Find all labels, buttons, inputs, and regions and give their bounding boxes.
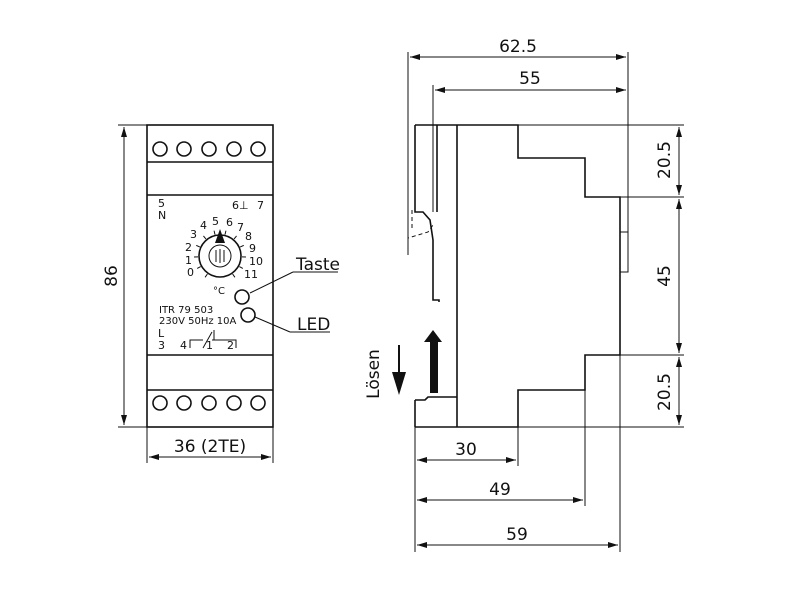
dial-number-5: 5 xyxy=(212,215,219,228)
terminal-label-l: L xyxy=(158,327,165,340)
dial-number-1: 1 xyxy=(185,254,192,267)
top-terminal-screws xyxy=(152,141,266,157)
dial-scale: 0 1 2 3 4 5 6 7 8 9 10 11 xyxy=(185,215,263,281)
dial-inner-ring xyxy=(208,244,232,268)
release-arrow-head-icon xyxy=(392,372,406,395)
terminal-label-6: 6⊥ xyxy=(232,199,249,212)
terminal-screw xyxy=(176,395,192,411)
dim-59-value: 59 xyxy=(506,525,528,545)
taste-button[interactable] xyxy=(234,289,250,305)
dial-tick xyxy=(203,235,207,240)
dial-number-8: 8 xyxy=(245,230,252,243)
terminal-screw xyxy=(176,141,192,157)
terminal-screw xyxy=(201,395,217,411)
dial-tick xyxy=(232,273,236,278)
dim-right-mid-value: 45 xyxy=(655,265,675,287)
width-dimension-value: 36 (2TE) xyxy=(174,437,246,457)
taste-callout-leader xyxy=(249,271,294,294)
bottom-terminal-screws xyxy=(152,395,266,411)
dial-number-4: 4 xyxy=(200,219,207,232)
side-profile-outline xyxy=(415,124,621,428)
terminal-label-3: 3 xyxy=(158,339,165,352)
dim-right-upper-value: 20.5 xyxy=(655,141,675,179)
release-position-dashed xyxy=(407,224,434,255)
terminal-label-1: 1 xyxy=(206,339,213,352)
dial-tick xyxy=(213,230,216,235)
dial-tick xyxy=(239,266,244,269)
dial-tick xyxy=(196,244,201,248)
terminal-label-5: 5 xyxy=(158,197,165,210)
dial-number-2: 2 xyxy=(185,241,192,254)
terminal-label-7: 7 xyxy=(257,199,264,212)
dim-62-value: 62.5 xyxy=(499,37,537,57)
terminal-screw xyxy=(226,395,242,411)
taste-callout-label: Taste xyxy=(295,255,340,275)
dial-tick xyxy=(224,230,227,235)
release-label: Lösen xyxy=(364,349,384,399)
dial-number-11: 11 xyxy=(244,268,258,281)
dial-ticks xyxy=(194,230,246,278)
led-callout-label: LED xyxy=(297,315,330,335)
dim-30-value: 30 xyxy=(455,440,477,460)
terminal-screw xyxy=(152,141,168,157)
dial-number-9: 9 xyxy=(249,242,256,255)
release-lever-icon xyxy=(424,330,442,393)
front-body-outline xyxy=(146,124,274,428)
dial-pointer-icon xyxy=(215,229,225,243)
led-callout-leader xyxy=(254,316,291,333)
model-ratings: 230V 50Hz 10A xyxy=(159,316,237,327)
height-dimension-value: 86 xyxy=(102,265,122,287)
side-view: Lösen 62.5 55 20.5 45 20.5 30 49 59 xyxy=(364,37,684,552)
terminal-label-n: N xyxy=(158,209,166,222)
dial-unit-label: °C xyxy=(213,286,225,297)
front-view: 5 N 6⊥ 7 0 1 2 3 4 5 6 7 8 9 10 11 xyxy=(102,124,340,463)
din-clip-upper xyxy=(414,125,440,302)
dial-number-7: 7 xyxy=(237,221,244,234)
din-clip-lower xyxy=(415,396,457,401)
terminal-label-4: 4 xyxy=(180,339,187,352)
dial-number-3: 3 xyxy=(190,228,197,241)
terminal-screw xyxy=(250,395,266,411)
dial-number-6: 6 xyxy=(226,216,233,229)
dial-tick xyxy=(204,273,208,278)
model-number: ITR 79 503 xyxy=(159,305,213,316)
temperature-dial[interactable] xyxy=(198,229,242,278)
dial-number-0: 0 xyxy=(187,266,194,279)
terminal-screw xyxy=(250,141,266,157)
relay-contact-symbol xyxy=(189,330,237,349)
dial-number-10: 10 xyxy=(249,255,263,268)
dim-right-lower-value: 20.5 xyxy=(655,373,675,411)
side-knob-stub xyxy=(619,231,629,273)
terminal-screw xyxy=(226,141,242,157)
dim-49-value: 49 xyxy=(489,480,511,500)
terminal-label-2: 2 xyxy=(227,339,234,352)
dial-tick xyxy=(233,235,237,240)
terminal-screw xyxy=(152,395,168,411)
led-indicator xyxy=(240,307,256,323)
terminal-screw xyxy=(201,141,217,157)
dial-tick xyxy=(239,244,244,248)
dim-55-value: 55 xyxy=(519,69,541,89)
dial-tick xyxy=(196,266,201,269)
